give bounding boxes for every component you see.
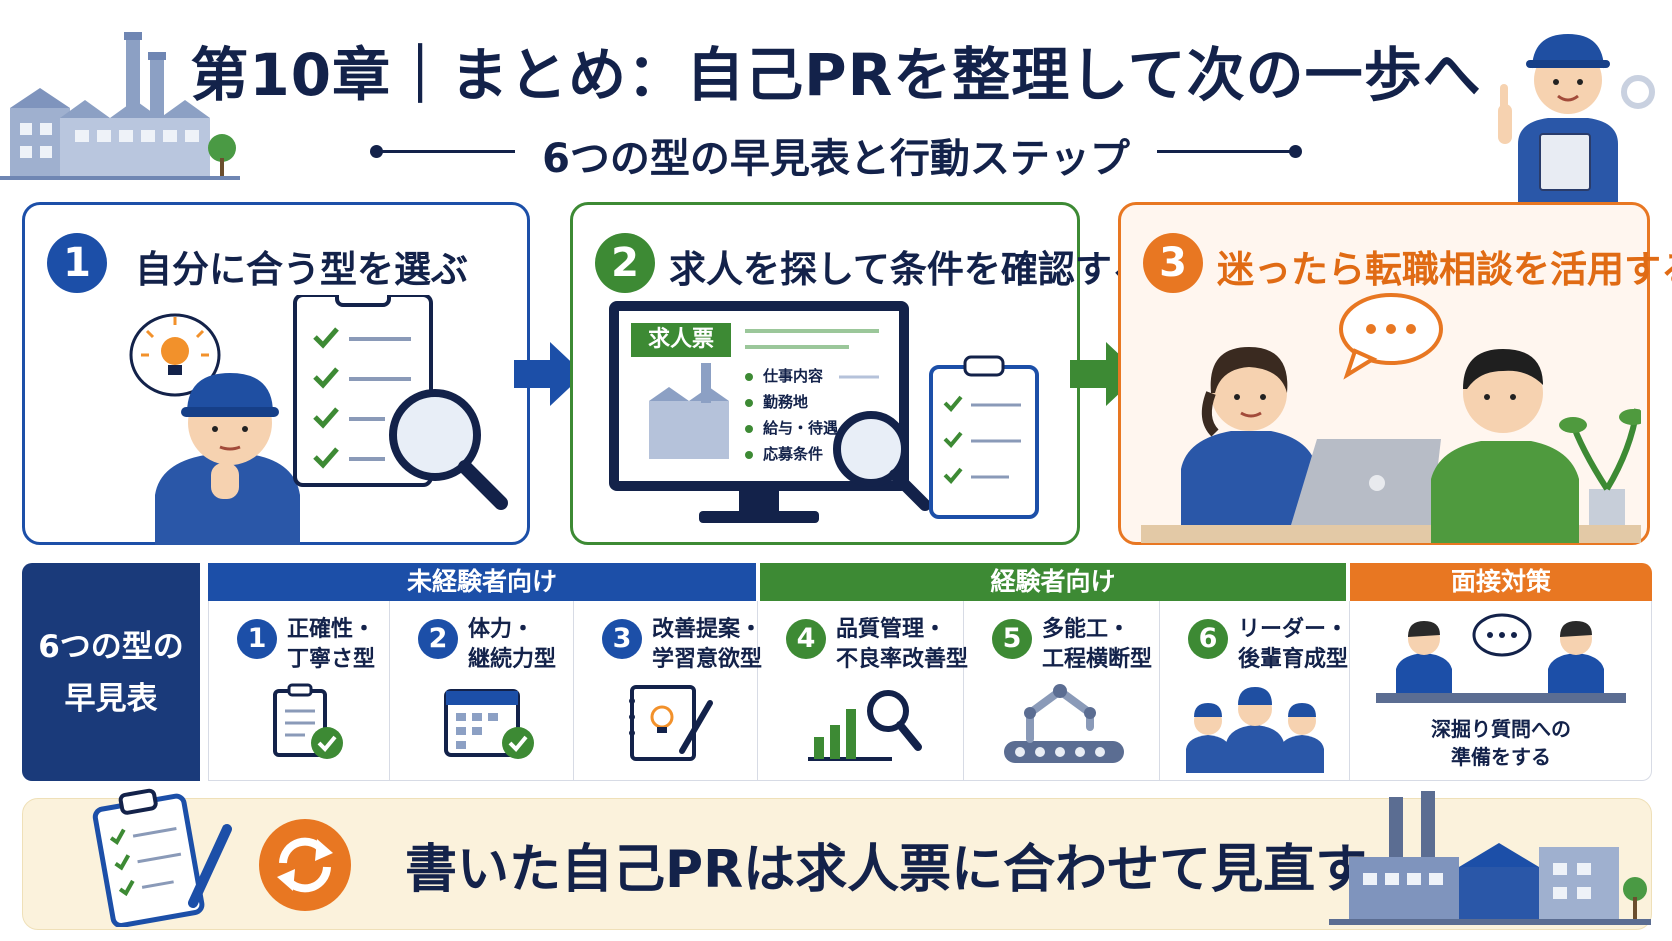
banner-message: 書いた自己PRは求人票に合わせて見直す — [405, 840, 1368, 900]
step-number-badge: 1 — [47, 233, 107, 293]
type-label: 体力・継続力型 — [468, 617, 557, 672]
type-number-badge: 1 — [237, 619, 277, 659]
subtitle-rule-left — [380, 150, 515, 153]
step-title: 自分に合う型を選ぶ — [135, 248, 468, 291]
page-title: 第10章｜まとめ：自己PRを整理して次の一歩へ — [190, 41, 1482, 109]
type-cell-3: 3 改善提案・学習意欲型 — [574, 601, 762, 781]
step-title: 求人を探して条件を確認する — [669, 248, 1149, 291]
step-card-1: 1 自分に合う型を選ぶ — [22, 202, 530, 545]
table-heading-line: 早見表 — [64, 681, 158, 717]
type-cell-6: 6 リーダー・後輩育成型 — [1160, 601, 1350, 781]
page-subtitle: 6つの型の早見表と行動ステップ — [542, 136, 1130, 182]
type-number-badge: 3 — [602, 619, 642, 659]
group-header-beginner: 未経験者向け — [208, 563, 756, 601]
interview-note: 深掘り質問への 準備をする — [1431, 717, 1571, 769]
job-sheet-item: 給与・待遇 — [763, 419, 839, 437]
notebook-idea-icon — [629, 685, 713, 761]
type-number-badge: 2 — [418, 619, 458, 659]
bottom-banner: 書いた自己PRは求人票に合わせて見直す — [22, 788, 1652, 930]
type-cell-1: 1 正確性・丁寧さ型 — [208, 601, 390, 781]
factory-illustration-right — [1329, 791, 1651, 925]
step-number-badge: 2 — [595, 233, 655, 293]
type-number-badge: 5 — [992, 619, 1032, 659]
subtitle-rule-right — [1157, 150, 1292, 153]
type-cell-5: 5 多能工・工程横断型 — [964, 601, 1160, 781]
factory-illustration-left — [0, 32, 240, 180]
job-sheet-heading: 求人票 — [647, 327, 714, 352]
job-sheet-item: 応募条件 — [763, 445, 824, 463]
type-number-badge: 4 — [786, 619, 826, 659]
worker-team-icon — [1186, 687, 1324, 773]
type-label: リーダー・後輩育成型 — [1238, 617, 1349, 672]
job-listing-monitor-illustration — [609, 301, 1039, 523]
robot-arm-conveyor-icon — [1004, 684, 1124, 763]
checklist-approved-icon — [273, 683, 343, 759]
subtitle-dot-left — [370, 145, 383, 158]
group-header-experienced: 経験者向け — [760, 563, 1346, 601]
consultation-illustration — [1141, 293, 1641, 543]
group-header-interview: 面接対策 — [1350, 563, 1652, 601]
type-label: 改善提案・学習意欲型 — [652, 617, 763, 672]
step-title: 迷ったら転職相談を活用する — [1217, 248, 1672, 291]
type-label: 品質管理・不良率改善型 — [836, 617, 969, 672]
type-number-badge: 6 — [1188, 619, 1228, 659]
thinking-worker-illustration — [129, 295, 508, 545]
calendar-check-icon — [444, 689, 534, 759]
table-heading-line: 6つの型の — [38, 629, 184, 665]
type-label: 正確性・丁寧さ型 — [287, 617, 376, 672]
step-card-3: 3 迷ったら転職相談を活用する — [1118, 202, 1672, 545]
job-sheet-item: 仕事内容 — [763, 367, 824, 385]
table-heading: 6つの型の 早見表 — [22, 563, 200, 781]
type-label: 多能工・工程横断型 — [1042, 617, 1153, 672]
step-number-badge: 3 — [1143, 233, 1203, 293]
refresh-cycle-icon — [259, 819, 351, 911]
subtitle-dot-right — [1289, 145, 1302, 158]
type-quick-reference-table: 6つの型の 早見表 未経験者向け 経験者向け 面接対策 1 正確性・丁寧さ型 2… — [22, 563, 1652, 781]
clipboard-pen-icon — [92, 788, 232, 927]
subtitle-group: 6つの型の早見表と行動ステップ — [370, 120, 1302, 182]
step-card-2: 2 求人を探して条件を確認する 求人票 仕事内容 勤務地 給与・待遇 応募条件 — [570, 202, 1149, 545]
worker-pointing-illustration — [1498, 34, 1655, 204]
interview-meeting-icon — [1376, 613, 1626, 703]
job-sheet-item: 勤務地 — [763, 393, 809, 411]
arrow-right-icon — [514, 342, 584, 406]
type-cell-2: 2 体力・継続力型 — [390, 601, 574, 781]
interview-cell: 深掘り質問への 準備をする — [1350, 601, 1652, 781]
bar-chart-magnifier-icon — [808, 690, 922, 761]
type-cell-4: 4 品質管理・不良率改善型 — [758, 601, 968, 781]
